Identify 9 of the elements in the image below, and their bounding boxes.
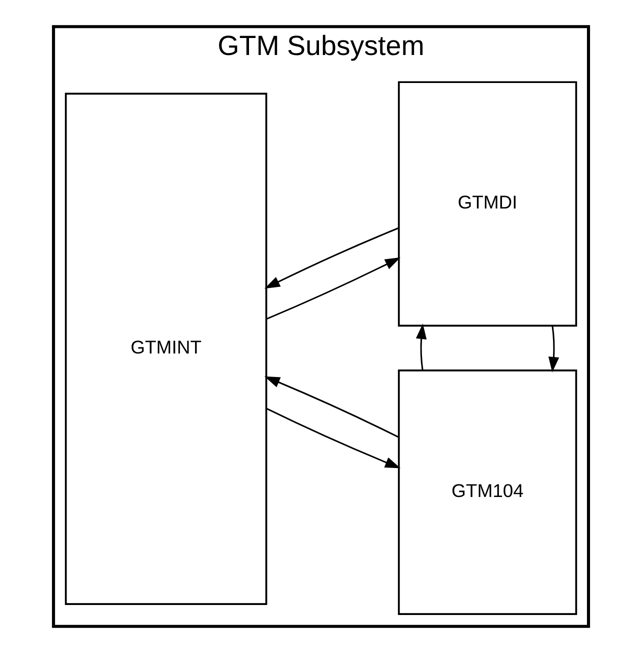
- arrow: [264, 227, 398, 289]
- node-box: GTMDI: [397, 81, 577, 327]
- node-box: GTM104: [397, 370, 577, 615]
- arrow: [266, 257, 400, 320]
- node-box: GTMINT: [64, 92, 267, 605]
- arrow: [415, 324, 426, 370]
- arrow: [548, 326, 559, 372]
- arrow: [266, 408, 400, 468]
- arrow: [264, 376, 398, 438]
